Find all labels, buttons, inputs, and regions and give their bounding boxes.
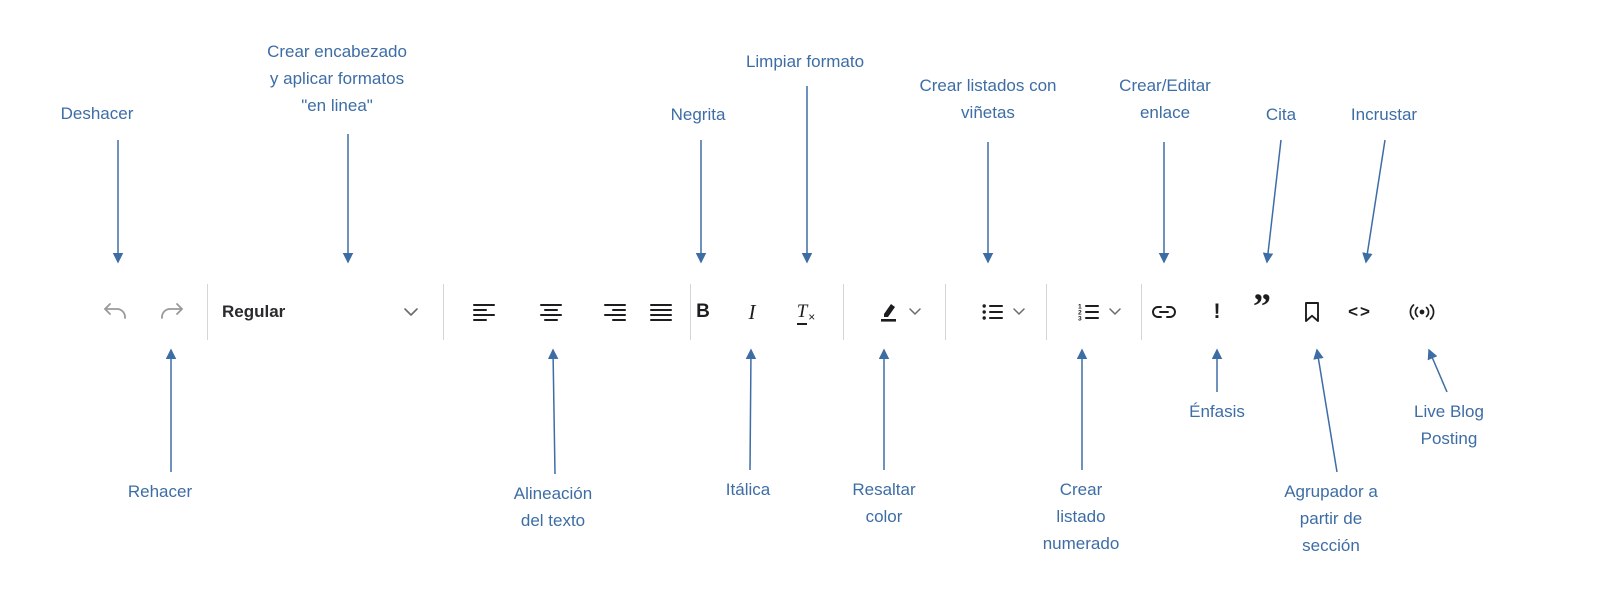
annotation-negrita: Negrita — [670, 105, 726, 124]
bookmark-section-button[interactable] — [1290, 284, 1334, 340]
svg-text:1: 1 — [1078, 303, 1082, 310]
annotation-incrustar: Incrustar — [1350, 105, 1418, 124]
italic-icon: I — [748, 299, 756, 324]
toolbar-separator — [443, 284, 444, 340]
align-center-button[interactable] — [529, 284, 573, 340]
svg-text:3: 3 — [1078, 315, 1082, 321]
align-center-icon — [540, 304, 562, 321]
toolbar-separator — [1141, 284, 1142, 340]
redo-button[interactable] — [150, 284, 194, 340]
annotation-encabezado: Crear encabezado y aplicar formatos "en … — [267, 42, 407, 116]
bookmark-icon — [1305, 302, 1319, 322]
toolbar-separator — [1046, 284, 1047, 340]
annotation-agrupador-seccion: Agrupador a partir de sección — [1284, 482, 1378, 556]
annotation-crear-editar-enlace: Crear/Editar enlace — [1119, 76, 1211, 123]
chevron-down-icon — [404, 307, 418, 316]
blockquote-button[interactable]: ” — [1240, 284, 1284, 340]
undo-icon — [104, 303, 126, 319]
redo-icon — [161, 303, 183, 319]
live-blog-posting-button[interactable] — [1400, 284, 1444, 340]
annotation-listados-vinetas: Crear listados con viñetas — [919, 76, 1057, 123]
link-icon — [1152, 306, 1176, 318]
toolbar-separator — [690, 284, 691, 340]
align-left-icon — [473, 304, 495, 321]
toolbar-separator — [945, 284, 946, 340]
italic-button[interactable]: I — [730, 284, 774, 340]
bold-icon: B — [696, 301, 710, 322]
undo-button[interactable] — [93, 284, 137, 340]
embed-code-button[interactable]: <> — [1338, 284, 1382, 340]
paragraph-style-dropdown[interactable]: Regular — [222, 284, 418, 340]
annotation-cita: Cita — [1265, 105, 1297, 124]
annotation-listado-numerado: Crear listado numerado — [1042, 480, 1120, 554]
chevron-down-icon — [1012, 308, 1025, 315]
paragraph-style-value: Regular — [222, 302, 286, 321]
bullet-list-icon — [982, 304, 1003, 320]
annotation-deshacer: Deshacer — [60, 104, 134, 123]
svg-text:2: 2 — [1078, 309, 1082, 316]
emphasis-icon: ! — [1213, 300, 1221, 323]
align-right-icon — [604, 304, 626, 321]
align-justify-icon — [650, 304, 672, 321]
bullet-list-button[interactable] — [968, 284, 1038, 340]
chevron-down-icon — [909, 308, 921, 315]
clear-format-icon: T× — [796, 300, 816, 325]
bold-button[interactable]: B — [681, 284, 725, 340]
annotation-live-blog-posting: Live Blog Posting — [1414, 402, 1484, 449]
embed-icon: <> — [1348, 302, 1372, 321]
annotation-limpiar-formato: Limpiar formato — [745, 52, 865, 71]
align-left-button[interactable] — [462, 284, 506, 340]
numbered-list-icon: 123 — [1078, 303, 1099, 321]
align-right-button[interactable] — [593, 284, 637, 340]
link-button[interactable] — [1142, 284, 1186, 340]
broadcast-icon — [1409, 304, 1435, 320]
toolbar-separator — [843, 284, 844, 340]
quote-icon: ” — [1253, 286, 1271, 326]
annotation-enfasis: Énfasis — [1189, 402, 1245, 421]
annotation-resaltar-color: Resaltar color — [852, 480, 916, 527]
annotation-rehacer: Rehacer — [127, 482, 193, 501]
annotation-alineacion: Alineación del texto — [513, 484, 593, 531]
emphasis-button[interactable]: ! — [1195, 284, 1239, 340]
annotation-italica: Itálica — [725, 480, 771, 499]
chevron-down-icon — [1108, 308, 1121, 315]
align-justify-button[interactable] — [639, 284, 683, 340]
toolbar-separator — [207, 284, 208, 340]
clear-format-button[interactable]: T× — [784, 284, 828, 340]
highlight-color-button[interactable] — [865, 284, 935, 340]
highlight-marker-icon — [881, 304, 896, 322]
